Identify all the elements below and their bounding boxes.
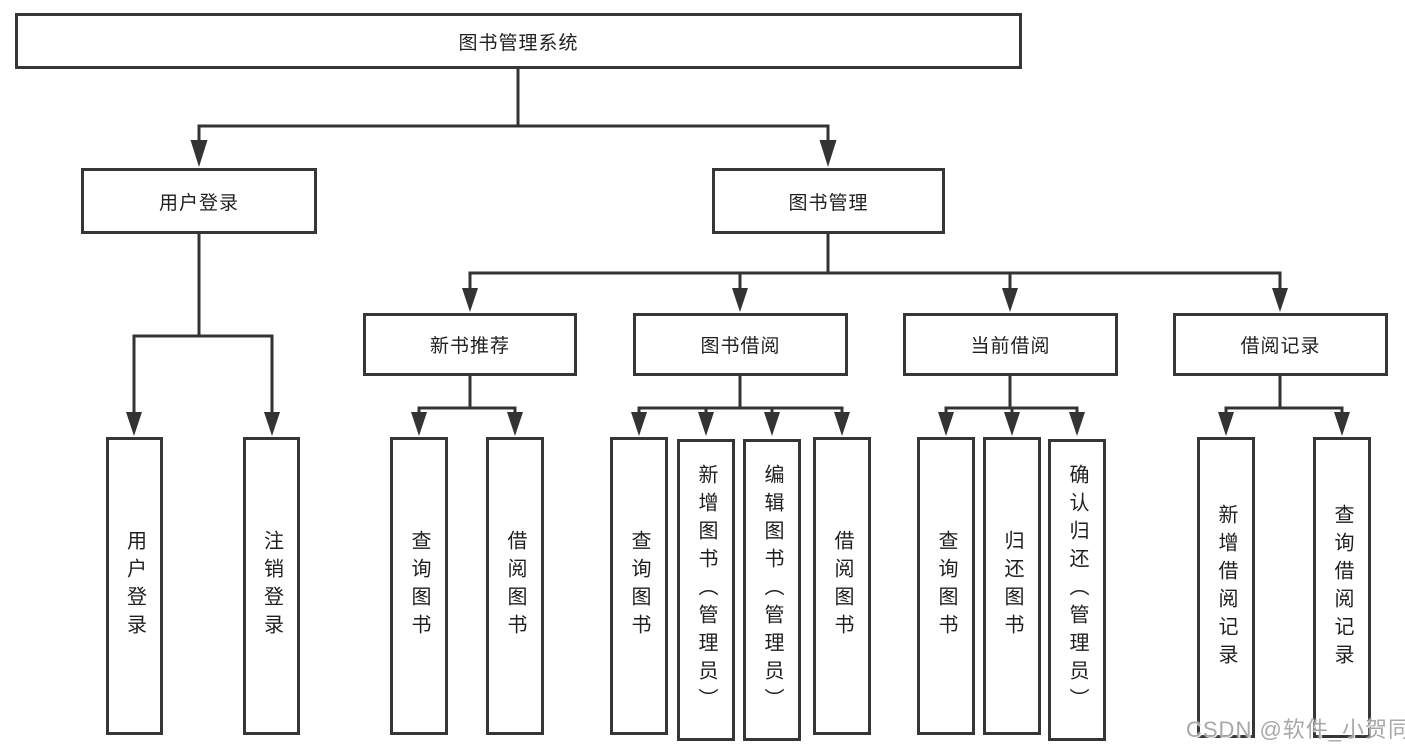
leaf-add-book-admin-label: 新增图书（管理员） — [695, 464, 717, 716]
arrowhead — [698, 412, 714, 436]
leaf-add-book-admin: 新增图书（管理员） — [677, 439, 735, 741]
arrowhead — [631, 412, 647, 436]
arrowhead — [411, 412, 427, 436]
watermark: CSDN @软件_小贺同学 — [1186, 717, 1405, 742]
leaf-query-book-3: 查询图书 — [917, 437, 975, 735]
arrowhead — [938, 412, 954, 436]
arrowhead — [1002, 288, 1018, 312]
edge-records-bar — [1224, 406, 1344, 414]
arrowhead — [764, 412, 780, 436]
node-root-label: 图书管理系统 — [458, 32, 579, 54]
leaf-borrow-book-2-label: 借阅图书 — [831, 530, 853, 642]
leaf-user-login-label: 用户登录 — [123, 530, 146, 642]
node-borrow-records: 借阅记录 — [1173, 313, 1388, 376]
leaf-logout: 注销登录 — [243, 437, 300, 735]
leaf-query-borrow-record: 查询借阅记录 — [1313, 437, 1371, 738]
arrowhead — [1069, 412, 1085, 436]
arrowhead — [462, 288, 478, 312]
arrowhead — [1334, 412, 1350, 436]
node-user-login: 用户登录 — [81, 168, 317, 234]
node-current-borrow-label: 当前借阅 — [970, 336, 1051, 357]
leaf-query-book-1: 查询图书 — [390, 437, 448, 735]
leaf-add-borrow-record: 新增借阅记录 — [1197, 437, 1255, 738]
edge-borrow-bar — [637, 406, 844, 414]
leaf-query-book-2: 查询图书 — [610, 437, 668, 735]
node-book-borrow-label: 图书借阅 — [700, 336, 781, 357]
leaf-edit-book-admin: 编辑图书（管理员） — [743, 439, 801, 741]
arrowhead — [732, 288, 748, 312]
node-new-book-recommend-label: 新书推荐 — [429, 336, 510, 357]
node-new-book-recommend: 新书推荐 — [363, 313, 577, 376]
node-user-login-label: 用户登录 — [158, 192, 239, 214]
arrowhead — [1004, 412, 1020, 436]
leaf-add-borrow-record-label: 新增借阅记录 — [1215, 503, 1237, 672]
arrowhead — [834, 412, 850, 436]
arrowhead — [190, 140, 208, 167]
arrowhead — [1218, 412, 1234, 436]
leaf-return-book-label: 归还图书 — [1001, 530, 1023, 642]
leaf-logout-label: 注销登录 — [260, 530, 283, 642]
edge-newbook-bar — [417, 406, 517, 414]
node-root: 图书管理系统 — [15, 13, 1022, 69]
node-current-borrow: 当前借阅 — [903, 313, 1118, 376]
node-book-management-label: 图书管理 — [788, 192, 869, 214]
leaf-query-borrow-record-label: 查询借阅记录 — [1331, 503, 1353, 672]
edge-root-bar — [197, 124, 830, 145]
leaf-borrow-book-2: 借阅图书 — [813, 437, 871, 735]
leaf-user-login: 用户登录 — [106, 437, 163, 735]
leaf-confirm-return-admin-label: 确认归还（管理员） — [1066, 464, 1088, 716]
leaf-borrow-book-1-label: 借阅图书 — [504, 530, 526, 642]
arrowhead — [264, 412, 280, 436]
arrowhead — [507, 412, 523, 436]
leaf-query-book-1-label: 查询图书 — [408, 530, 430, 642]
leaf-borrow-book-1: 借阅图书 — [486, 437, 544, 735]
leaf-confirm-return-admin: 确认归还（管理员） — [1048, 439, 1106, 741]
arrowhead — [819, 140, 837, 167]
arrowhead — [126, 412, 142, 436]
leaf-edit-book-admin-label: 编辑图书（管理员） — [761, 464, 783, 716]
leaf-query-book-2-label: 查询图书 — [628, 530, 650, 642]
leaf-query-book-3-label: 查询图书 — [935, 530, 957, 642]
node-book-borrow: 图书借阅 — [633, 313, 848, 376]
leaf-return-book: 归还图书 — [983, 437, 1041, 735]
arrowhead — [1272, 288, 1288, 312]
edge-mgmt-bar — [468, 271, 1282, 290]
node-book-management: 图书管理 — [712, 168, 945, 234]
node-borrow-records-label: 借阅记录 — [1240, 336, 1321, 357]
edge-login-bar — [132, 334, 274, 414]
